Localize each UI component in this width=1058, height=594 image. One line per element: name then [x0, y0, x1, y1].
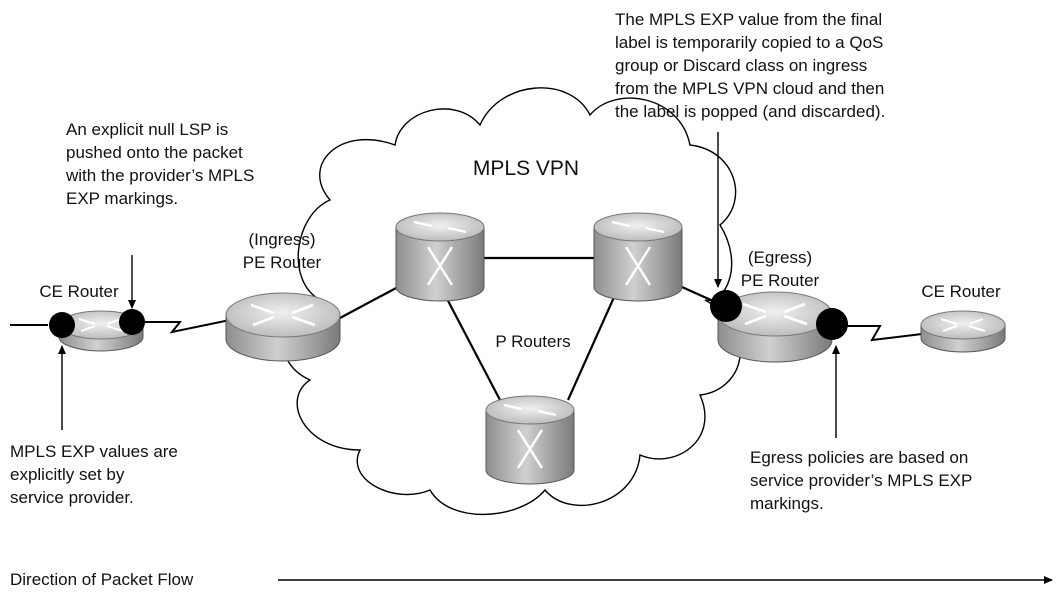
p-router-3	[485, 395, 575, 485]
ingress-pe-router	[225, 292, 341, 362]
link-p1-p3	[444, 294, 501, 401]
marker-dot-egress-pe-egress	[816, 308, 848, 340]
core-links	[339, 256, 723, 401]
marker-dot-ce-left-egress	[119, 309, 145, 335]
annotation-exp-set: MPLS EXP values are explicitly set by se…	[10, 442, 178, 507]
switch-x-icon	[611, 220, 665, 286]
link-ingress-p1	[339, 286, 399, 319]
link-p2-p3	[566, 294, 617, 401]
marker-dot-ce-left-ingress	[49, 312, 75, 338]
annotation-exp-copy: The MPLS EXP value from the final label …	[615, 10, 886, 121]
marker-dot-egress-pe-ingress	[710, 290, 742, 322]
switch-x-icon	[503, 403, 557, 469]
ce-router-left	[58, 310, 144, 352]
cloud-label: MPLS VPN	[472, 157, 580, 180]
egress-pe-router	[717, 291, 833, 363]
serial-link-ce-left	[143, 319, 231, 334]
mpls-vpn-cloud	[281, 87, 741, 516]
serial-link-ce-right	[840, 325, 923, 342]
switch-x-icon	[413, 220, 467, 286]
router-arrows-icon	[78, 318, 124, 332]
flow-direction-label: Direction of Packet Flow	[10, 570, 194, 589]
p-routers-label: P Routers	[495, 332, 571, 351]
marking-points	[49, 290, 848, 340]
annotation-arrows	[58, 132, 1053, 584]
ingress-pe-router-label: (Ingress) PE Router	[242, 230, 322, 272]
annotation-explicit-null: An explicit null LSP is pushed onto the …	[66, 120, 255, 208]
serial-links	[143, 319, 923, 342]
router-arrows-icon	[940, 318, 986, 332]
router-arrows-icon	[742, 302, 808, 326]
ce-router-left-label: CE Router	[39, 282, 119, 301]
router-arrows-icon	[250, 303, 316, 327]
ce-router-right	[920, 310, 1006, 353]
p-router-2	[593, 212, 683, 302]
egress-pe-router-label: (Egress) PE Router	[740, 248, 820, 290]
p-router-1	[395, 212, 485, 302]
ce-router-right-label: CE Router	[921, 282, 1001, 301]
annotation-egress-policies: Egress policies are based on service pro…	[750, 448, 973, 513]
